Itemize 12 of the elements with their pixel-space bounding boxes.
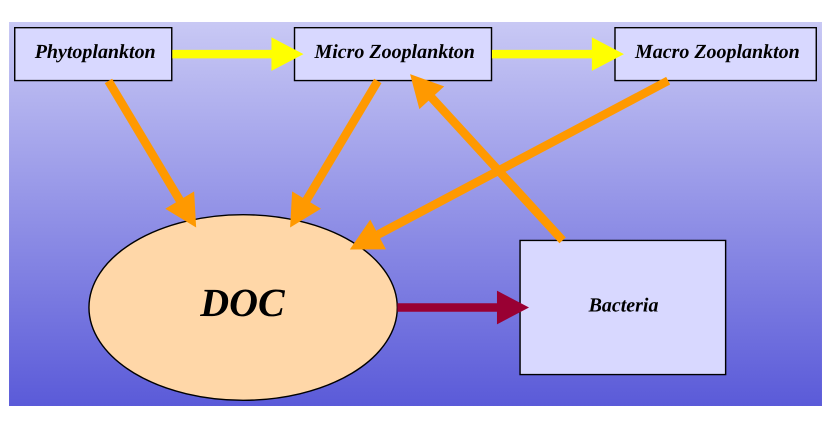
- arrow: [104, 78, 196, 228]
- arrow: [172, 37, 304, 71]
- arrow: [410, 74, 566, 244]
- node-box: Micro Zooplankton: [294, 27, 492, 82]
- arrow: [397, 290, 530, 324]
- arrow: [492, 37, 624, 71]
- arrow: [290, 78, 382, 228]
- node-ellipse: DOC: [88, 214, 398, 401]
- node-box: Phytoplankton: [14, 27, 172, 82]
- arrow: [350, 76, 670, 250]
- node-box: Bacteria: [519, 240, 726, 376]
- node-box: Macro Zooplankton: [614, 27, 817, 82]
